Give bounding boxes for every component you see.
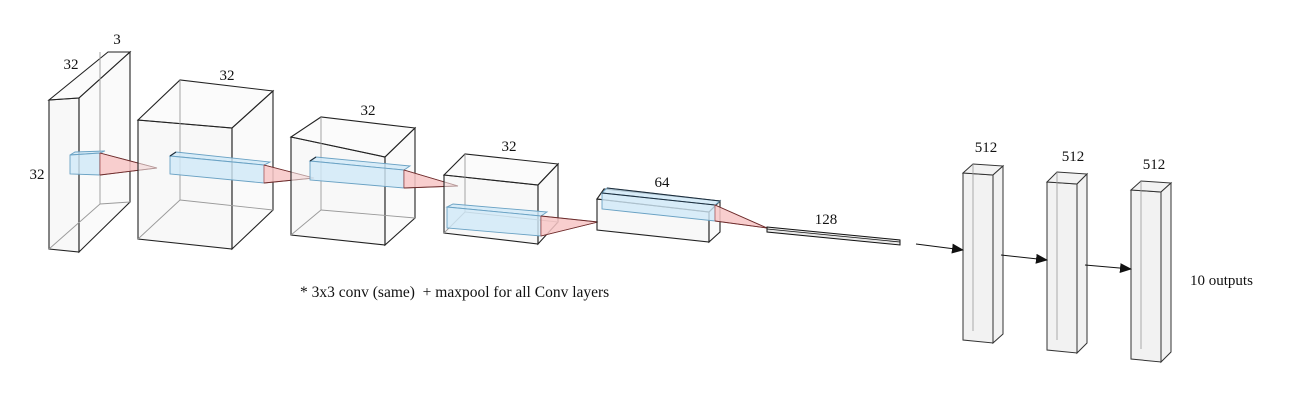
output-label: 10 outputs [1190,273,1253,289]
conv1-label: 32 [220,68,235,84]
fc2-label: 512 [1062,149,1085,165]
fc3-label: 512 [1143,157,1166,173]
conv3-block [442,153,599,246]
conv1-block [136,79,315,251]
conv4-block [596,187,768,244]
conv2-block [289,116,459,247]
arrow-fc1-to-fc2 [1000,253,1048,264]
arrow-flatten-to-fc1 [915,243,964,254]
input-width-label: 32 [64,57,79,73]
flatten-label: 128 [815,212,838,228]
input-depth-label: 3 [113,32,121,48]
fc3-layer [1129,180,1173,364]
input-height-label: 32 [30,167,45,183]
arrow-fc2-to-fc3 [1084,263,1132,274]
fc1-label: 512 [975,140,998,156]
conv3-label: 32 [502,139,517,155]
fc1-layer [961,163,1005,345]
conv2-label: 32 [361,103,376,119]
footnote: * 3x3 conv (same) + maxpool for all Conv… [300,284,609,301]
fc2-layer [1045,171,1089,355]
flatten-layer [766,226,901,246]
conv4-label: 64 [655,175,671,191]
